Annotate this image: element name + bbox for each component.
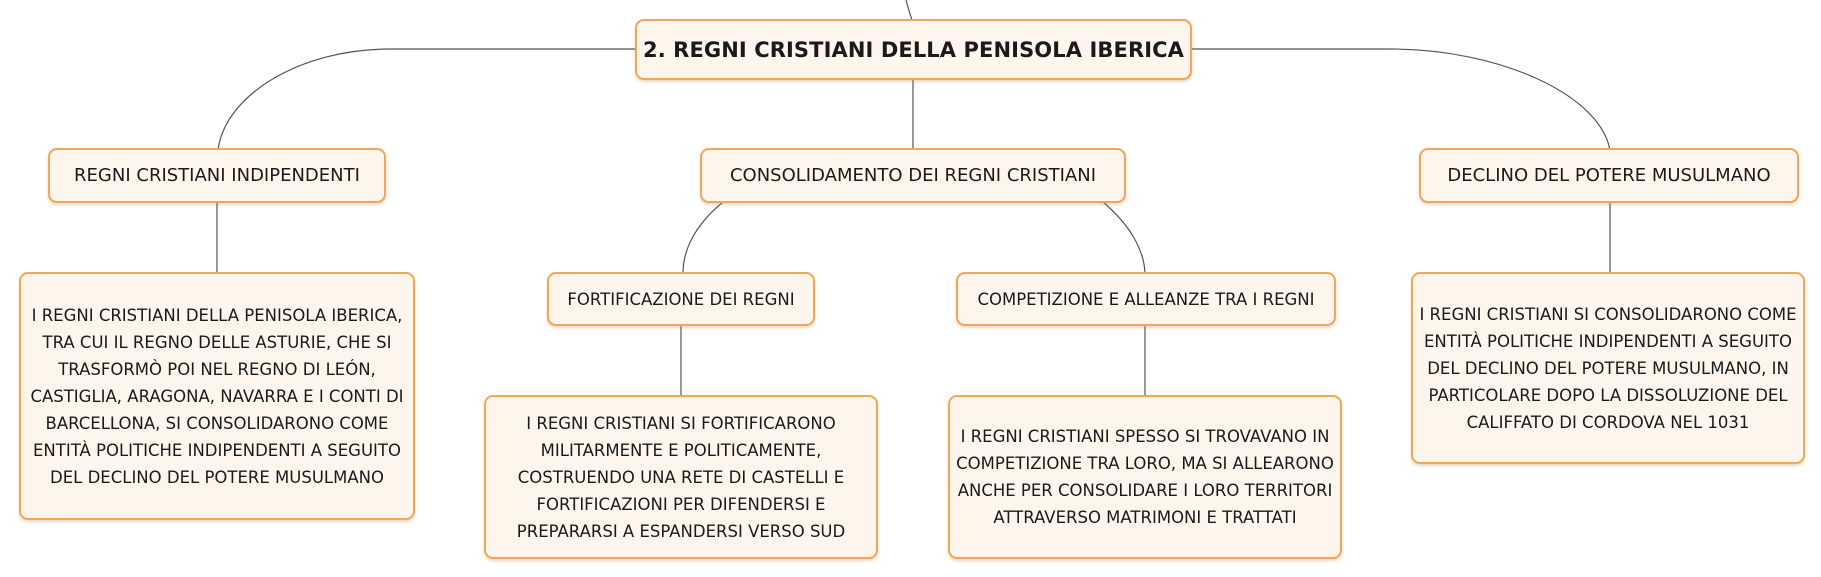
subtopic-competition[interactable]: COMPETIZIONE E ALLEANZE TRA I REGNI [956,272,1336,326]
subtopic-fortification-label: FORTIFICAZIONE DEI REGNI [567,289,795,309]
detail-fortification[interactable]: I REGNI CRISTIANI SI FORTIFICARONO MILIT… [484,395,878,559]
detail-muslim-decline-text: I REGNI CRISTIANI SI CONSOLIDARONO COME … [1419,304,1797,432]
detail-competition[interactable]: I REGNI CRISTIANI SPESSO SI TROVAVANO IN… [948,395,1342,559]
branch-consolidation[interactable]: CONSOLIDAMENTO DEI REGNI CRISTIANI [700,148,1126,203]
connector-root-to-decline [1191,48,1611,151]
branch-independent-kingdoms-label: REGNI CRISTIANI INDIPENDENTI [74,165,360,186]
detail-muslim-decline[interactable]: I REGNI CRISTIANI SI CONSOLIDARONO COME … [1411,272,1805,464]
subtopic-fortification[interactable]: FORTIFICAZIONE DEI REGNI [547,272,815,326]
subtopic-competition-label: COMPETIZIONE E ALLEANZE TRA I REGNI [977,289,1315,309]
detail-independent-kingdoms-text: I REGNI CRISTIANI DELLA PENISOLA IBERICA… [30,305,404,487]
root-topic-label: 2. REGNI CRISTIANI DELLA PENISOLA IBERIC… [642,37,1185,62]
branch-consolidation-label: CONSOLIDAMENTO DEI REGNI CRISTIANI [729,165,1097,186]
connector-consolidation-to-fortification [682,201,724,274]
connector-parent-to-root [905,0,913,21]
detail-fortification-text: I REGNI CRISTIANI SI FORTIFICARONO MILIT… [516,413,846,541]
branch-independent-kingdoms[interactable]: REGNI CRISTIANI INDIPENDENTI [48,148,386,203]
detail-independent-kingdoms[interactable]: I REGNI CRISTIANI DELLA PENISOLA IBERICA… [19,272,415,520]
detail-competition-text: I REGNI CRISTIANI SPESSO SI TROVAVANO IN… [956,427,1334,527]
branch-muslim-decline-label: DECLINO DEL POTERE MUSULMANO [1447,165,1771,186]
connector-root-to-independent [217,48,637,151]
connector-consolidation-to-competition [1102,201,1146,274]
root-topic[interactable]: 2. REGNI CRISTIANI DELLA PENISOLA IBERIC… [635,19,1192,80]
branch-muslim-decline[interactable]: DECLINO DEL POTERE MUSULMANO [1419,148,1799,203]
